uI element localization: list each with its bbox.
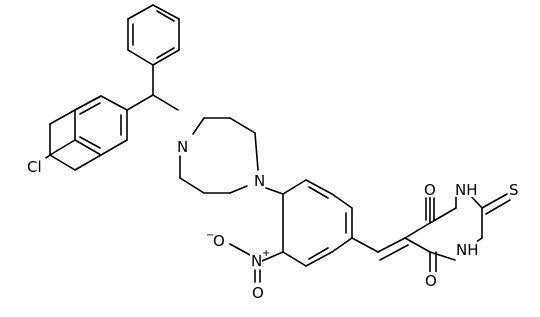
atom-o-top-label: O <box>424 181 436 199</box>
bond-lines <box>35 4 511 283</box>
atom-labels: Cl N N N + O − O O O NH NH S <box>26 138 520 302</box>
atom-o-bottom-label: O <box>425 272 437 290</box>
atom-cl-label: Cl <box>27 158 42 176</box>
atom-s-label: S <box>509 181 519 199</box>
atom-n-piperazine-bottom-label: N <box>254 172 265 190</box>
nitro-n-charge: + <box>262 248 270 259</box>
nitro-o-charge: − <box>206 230 214 241</box>
atom-n-piperazine-top-label: N <box>177 138 188 156</box>
atom-nh-top-label: NH <box>455 181 478 199</box>
atom-o-nitro-bottom-label: O <box>252 284 264 302</box>
atom-n-nitro-label: N <box>251 252 262 270</box>
atom-o-nitro-left-label: O <box>213 232 225 250</box>
atom-nh-bottom-label: NH <box>456 241 479 259</box>
